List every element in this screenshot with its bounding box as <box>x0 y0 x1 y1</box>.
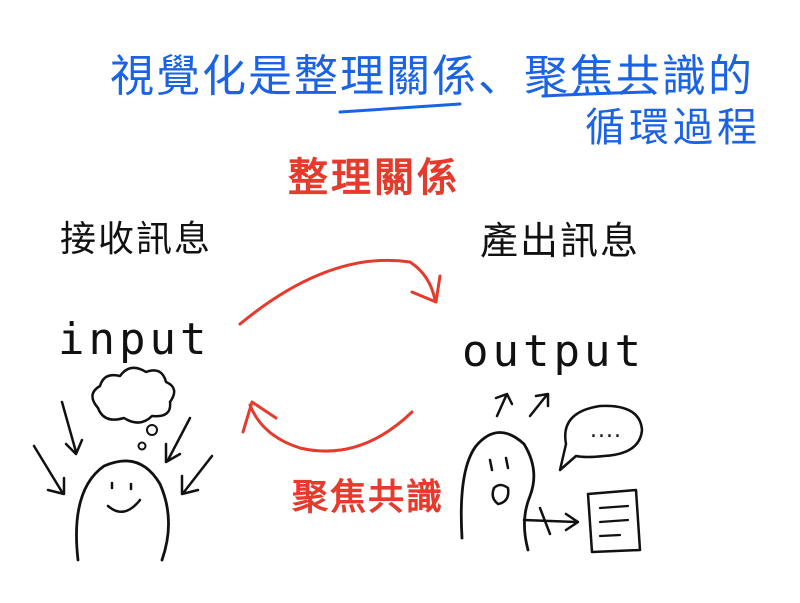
output-person-head <box>459 431 536 552</box>
label-organize-relations: 整理關係 <box>288 155 460 201</box>
label-produce-message: 產出訊息 <box>480 219 641 263</box>
input-arrow-4-head <box>180 474 200 496</box>
label-output: output <box>462 326 645 377</box>
input-person-head <box>75 459 170 562</box>
document-arrow-head <box>564 512 580 532</box>
output-arrow-2-head <box>534 392 550 408</box>
input-arrow-1 <box>60 400 78 454</box>
document-line-3 <box>598 533 622 538</box>
input-arrow-3 <box>166 416 192 462</box>
output-arrow-1 <box>495 394 508 418</box>
red-arrow-bottom <box>248 403 414 453</box>
document-arrow-tick <box>538 506 552 536</box>
input-arrow-2 <box>32 444 64 494</box>
input-person-smile <box>106 498 142 513</box>
thought-bubble-small-1 <box>146 424 158 436</box>
label-receive-message: 接收訊息 <box>60 219 213 260</box>
output-person-eye-left <box>488 458 494 472</box>
red-arrow-top-head <box>410 274 442 304</box>
output-arrow-1-head <box>494 392 514 406</box>
title-line-2: 循環過程 <box>585 105 761 151</box>
document-icon <box>586 488 642 554</box>
output-person-mouth <box>491 483 510 506</box>
input-arrow-1-head <box>64 438 84 456</box>
input-arrow-2-head <box>46 476 66 496</box>
input-arrow-4 <box>182 454 214 494</box>
input-arrow-3-head <box>164 442 182 464</box>
red-arrow-bottom-head <box>241 400 278 434</box>
label-focus-consensus: 聚焦共識 <box>292 477 445 518</box>
speech-bubble-text: .... <box>590 418 622 443</box>
thought-bubble-small-2 <box>137 441 147 451</box>
document-line-2 <box>598 518 630 524</box>
document-line-1 <box>598 504 630 510</box>
output-arrow-2 <box>528 394 548 418</box>
document-arrow <box>522 518 578 524</box>
output-person-eye-right <box>504 456 510 470</box>
thought-cloud-icon <box>91 366 176 424</box>
title-underline-2 <box>541 90 652 98</box>
speech-bubble-icon <box>558 404 644 472</box>
label-input: input <box>58 314 211 365</box>
red-arrow-top <box>238 258 437 326</box>
title-underline-1 <box>338 102 462 114</box>
